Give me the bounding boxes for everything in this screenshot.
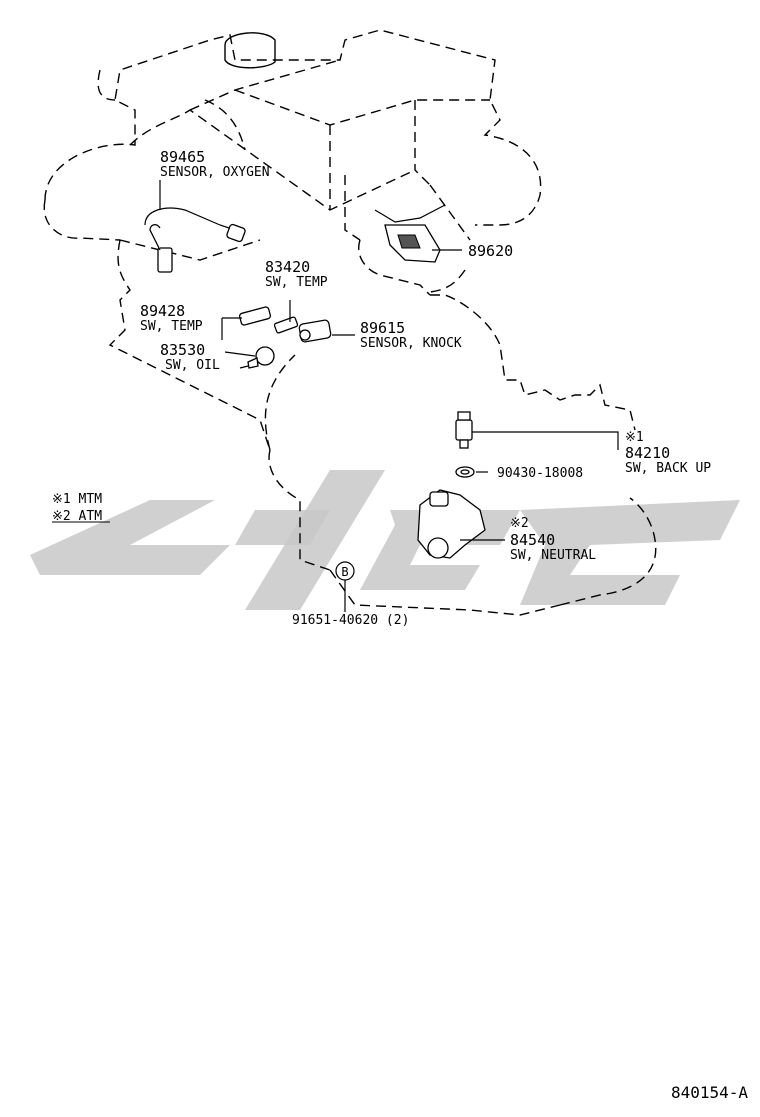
- neutral-switch-name: SW, NEUTRAL: [510, 548, 596, 563]
- leader-lines: [159, 180, 619, 612]
- oxygen-sensor-number: 89465: [160, 148, 205, 166]
- backup-switch-note: ※1: [625, 430, 644, 445]
- callout-b-label: B: [341, 565, 348, 579]
- knock-sensor-drawing: [298, 319, 332, 343]
- engine-outline: [43, 29, 657, 616]
- neutral-switch-drawing: [417, 489, 486, 559]
- neutral-switch-number: 84540: [510, 531, 555, 549]
- legend-line-1: ※1 MTM: [52, 492, 102, 507]
- oil-switch-name: SW, OIL: [165, 358, 220, 373]
- backup-switch-drawing: [455, 411, 473, 449]
- bolt-number: 91651-40620 (2): [292, 613, 409, 628]
- temp-switch-b-number: 89428: [140, 302, 185, 320]
- neutral-switch-note: ※2: [510, 516, 529, 531]
- backup-switch-name: SW, BACK UP: [625, 461, 711, 476]
- temp-switch-b-name: SW, TEMP: [140, 319, 203, 334]
- oil-switch-drawing: [239, 346, 275, 369]
- temp-switch-a-number: 83420: [265, 258, 310, 276]
- watermark-logo: [30, 470, 740, 610]
- temp-switch-drawing: [238, 306, 299, 334]
- oxygen-sensor-name: SENSOR, OXYGEN: [160, 165, 270, 180]
- diagram-code: 840154-A: [671, 1083, 748, 1102]
- knock-sensor-number: 89615: [360, 319, 405, 337]
- oxygen-sensor-drawing: [144, 207, 246, 273]
- callout-b: B: [335, 561, 355, 581]
- legend-line-2: ※2 ATM: [52, 509, 102, 524]
- legend: ※1 MTM ※2 ATM: [52, 492, 110, 524]
- backup-switch-number: 84210: [625, 444, 670, 462]
- knock-sensor-name: SENSOR, KNOCK: [360, 336, 462, 351]
- temp-switch-a-name: SW, TEMP: [265, 275, 328, 290]
- sensor-89620-drawing: [374, 204, 446, 263]
- sensor-89620-number: 89620: [468, 242, 513, 260]
- gasket-number: 90430-18008: [497, 466, 583, 481]
- oil-switch-number: 83530: [160, 341, 205, 359]
- gasket-drawing: [455, 466, 475, 478]
- part-labels: 89465 SENSOR, OXYGEN 89620 83420 SW, TEM…: [140, 148, 711, 628]
